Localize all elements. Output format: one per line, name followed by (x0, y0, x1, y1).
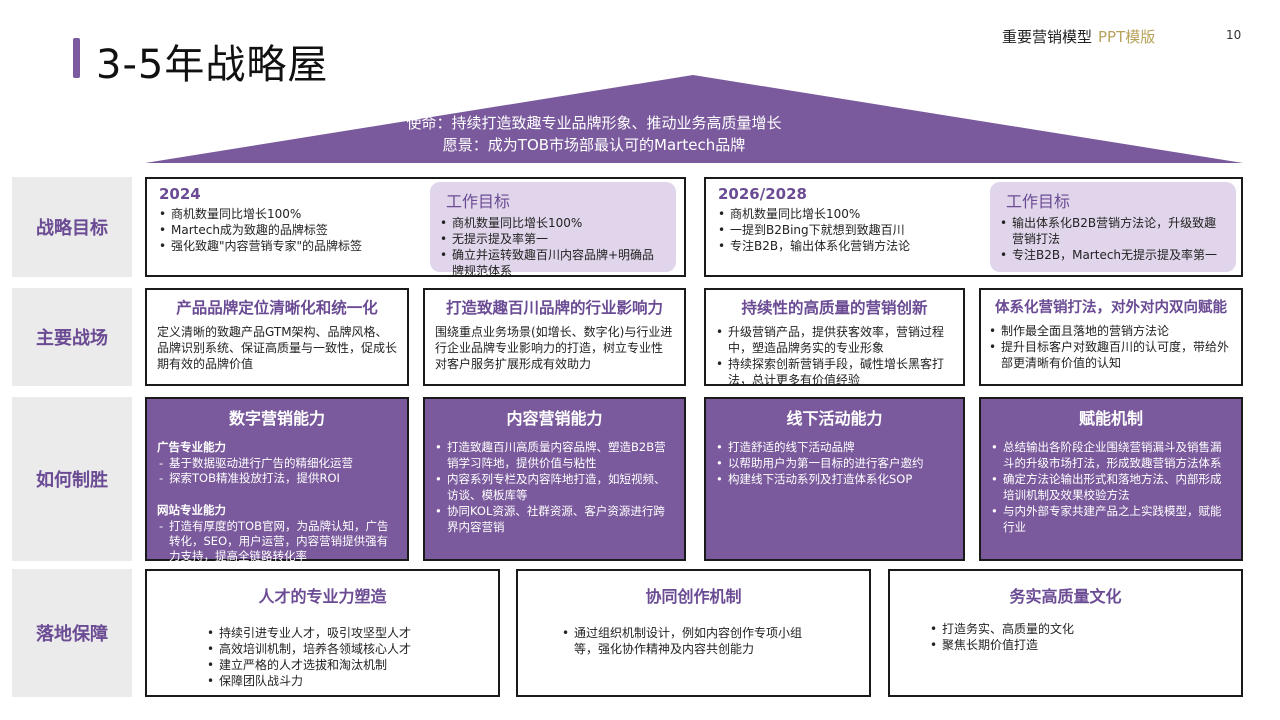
work-goal-title: 工作目标 (446, 192, 511, 211)
work-goal-box: 工作目标 商机数量同比增长100% 无提示提及率第一 确立并运转致趣百川内容品牌… (430, 182, 676, 278)
goals-item: 商机数量同比增长100% (718, 206, 988, 222)
landing-title: 务实高质量文化 (1009, 587, 1122, 606)
field-title: 打造致趣百川品牌的行业影响力 (445, 299, 663, 317)
landing-item: 聚焦长期价值打造 (930, 637, 1225, 653)
work-goal-item: 商机数量同比增长100% (440, 215, 666, 231)
template-tag-accent: PPT模版 (1098, 28, 1156, 46)
win-box-offline: 线下活动能力 打造舒适的线下活动品牌 以帮助用户为第一目标的进行客户邀约 构建线… (704, 397, 965, 561)
landing-list: 持续引进专业人才，吸引攻坚型人才 高效培训机制，培养各领域核心人才 建立严格的人… (207, 625, 482, 689)
win-item: 以帮助用户为第一目标的进行客户邀约 (716, 455, 953, 471)
work-goal-list: 输出体系化B2B营销方法论，升级致趣营销打法 专注B2B，Martech无提示提… (1000, 215, 1226, 263)
win-box-digital: 数字营销能力 广告专业能力 基于数据驱动进行广告的精细化运营 探索TOB精准投放… (145, 397, 409, 564)
win-item: 构建线下活动系列及打造体系化SOP (716, 471, 953, 487)
field-text: 围绕重点业务场景(如增长、数字化)与行业进行企业品牌专业影响力的打造，树立专业性… (435, 325, 673, 371)
field-title: 持续性的高质量的营销创新 (741, 299, 928, 317)
win-item: 打造致趣百川高质量内容品牌、塑造B2B营销学习阵地，提供价值与粘性 (435, 439, 674, 471)
landing-title: 人才的专业力塑造 (258, 587, 387, 606)
win-list: 打造致趣百川高质量内容品牌、塑造B2B营销学习阵地，提供价值与粘性 内容系列专栏… (435, 439, 674, 535)
field-list: 升级营销产品，提供获客效率，营销过程中，塑造品牌务实的专业形象 持续探索创新营销… (716, 324, 953, 388)
win-item: 打造舒适的线下活动品牌 (716, 439, 953, 455)
field-box-1: 产品品牌定位清晰化和统一化 定义清晰的致趣产品GTM架构、品牌风格、品牌识别系统… (145, 288, 409, 386)
vision-text: 愿景：成为TOB市场部最认可的Martech品牌 (442, 136, 746, 154)
landing-list: 通过组织机制设计，例如内容创作专项小组等，强化协作精神及内容共创能力 (562, 625, 813, 657)
field-item: 持续探索创新营销手段，碱性增长黑客打法，总计更多有价值经验 (716, 356, 953, 388)
goals-list: 商机数量同比增长100% 一提到B2Bing下就想到致趣百川 专注B2B，输出体… (718, 206, 988, 254)
work-goal-item: 专注B2B，Martech无提示提及率第一 (1000, 247, 1226, 263)
field-text: 定义清晰的致趣产品GTM架构、品牌风格、品牌识别系统、保证高质量与一致性，促成长… (157, 325, 398, 371)
goals-box-2024: 2024 商机数量同比增长100% Martech成为致趣的品牌标签 强化致趣"… (145, 177, 686, 278)
landing-item: 保障团队战斗力 (207, 673, 482, 689)
win-box-enablement: 赋能机制 总结输出各阶段企业围绕营销漏斗及销售漏斗的升级市场打法，形成致趣营销方… (979, 397, 1243, 561)
win-sub-item: 探索TOB精准投放打法，提供ROI (157, 471, 397, 486)
goals-list: 商机数量同比增长100% Martech成为致趣的品牌标签 强化致趣"内容营销专… (159, 206, 429, 254)
row-label-win: 如何制胜 (12, 397, 132, 561)
template-tag-main: 重要营销模型 (1002, 28, 1093, 46)
template-tag: 重要营销模型 PPT模版 (1002, 26, 1155, 47)
win-item: 内容系列专栏及内容阵地打造，如短视频、访谈、模板库等 (435, 471, 674, 503)
win-item: 协同KOL资源、社群资源、客户资源进行跨界内容营销 (435, 503, 674, 535)
win-title: 数字营销能力 (228, 409, 325, 428)
page-number: 10 (1226, 28, 1242, 42)
work-goal-box: 工作目标 输出体系化B2B营销方法论，升级致趣营销打法 专注B2B，Martec… (990, 182, 1236, 272)
mission-text: 使命：持续打造致趣专业品牌形象、推动业务高质量增长 (406, 114, 782, 132)
landing-box-collab: 协同创作机制 通过组织机制设计，例如内容创作专项小组等，强化协作精神及内容共创能… (516, 569, 871, 697)
field-item: 升级营销产品，提供获客效率，营销过程中，塑造品牌务实的专业形象 (716, 324, 953, 356)
row-label-landing: 落地保障 (12, 569, 132, 697)
field-title: 产品品牌定位清晰化和统一化 (176, 299, 378, 317)
goals-item: 一提到B2Bing下就想到致趣百川 (718, 222, 988, 238)
win-list: 总结输出各阶段企业围绕营销漏斗及销售漏斗的升级市场打法，形成致趣营销方法体系 确… (991, 439, 1231, 535)
goals-year: 2024 (159, 185, 201, 203)
field-list: 制作最全面且落地的营销方法论 提升目标客户对致趣百川的认可度，带给外部更清晰有价… (989, 323, 1233, 371)
win-item: 与内外部专家共建产品之上实践模型，赋能行业 (991, 503, 1231, 535)
page-title: 3-5年战略屋 (96, 42, 329, 88)
landing-list: 打造务实、高质量的文化 聚焦长期价值打造 (930, 621, 1225, 653)
win-list: 打造舒适的线下活动品牌 以帮助用户为第一目标的进行客户邀约 构建线下活动系列及打… (716, 439, 953, 487)
win-sub-item: 打造有厚度的TOB官网，为品牌认知，广告转化，SEO，用户运营，内容营销提供强有… (157, 519, 397, 564)
win-sub-list: 打造有厚度的TOB官网，为品牌认知，广告转化，SEO，用户运营，内容营销提供强有… (157, 519, 397, 564)
goals-item: 专注B2B，输出体系化营销方法论 (718, 238, 988, 254)
landing-box-talent: 人才的专业力塑造 持续引进专业人才，吸引攻坚型人才 高效培训机制，培养各领域核心… (145, 569, 500, 697)
work-goal-item: 输出体系化B2B营销方法论，升级致趣营销打法 (1000, 215, 1226, 247)
win-item: 总结输出各阶段企业围绕营销漏斗及销售漏斗的升级市场打法，形成致趣营销方法体系 (991, 439, 1231, 471)
landing-box-culture: 务实高质量文化 打造务实、高质量的文化 聚焦长期价值打造 (888, 569, 1243, 697)
win-item: 确定方法论输出形式和落地方法、内部形成培训机制及效果校验方法 (991, 471, 1231, 503)
landing-item: 持续引进专业人才，吸引攻坚型人才 (207, 625, 482, 641)
win-box-content: 内容营销能力 打造致趣百川高质量内容品牌、塑造B2B营销学习阵地，提供价值与粘性… (423, 397, 686, 561)
landing-title: 协同创作机制 (645, 587, 742, 606)
landing-item: 建立严格的人才选拔和淘汰机制 (207, 657, 482, 673)
goals-item: 强化致趣"内容营销专家"的品牌标签 (159, 238, 429, 254)
row-label-goals: 战略目标 (12, 177, 132, 277)
win-title: 线下活动能力 (786, 409, 883, 428)
landing-item: 高效培训机制，培养各领域核心人才 (207, 641, 482, 657)
win-title: 赋能机制 (1078, 409, 1143, 428)
goals-year: 2026/2028 (718, 185, 807, 203)
goals-box-2026: 2026/2028 商机数量同比增长100% 一提到B2Bing下就想到致趣百川… (704, 177, 1243, 277)
field-box-3: 持续性的高质量的营销创新 升级营销产品，提供获客效率，营销过程中，塑造品牌务实的… (704, 288, 965, 388)
house-roof (145, 75, 1243, 163)
field-box-4: 体系化营销打法，对外对内双向赋能 制作最全面且落地的营销方法论 提升目标客户对致… (979, 288, 1243, 386)
win-sub-head: 广告专业能力 (157, 440, 226, 454)
work-goal-item: 确立并运转致趣百川内容品牌+明确品牌规范体系 (440, 247, 666, 279)
field-title: 体系化营销打法，对外对内双向赋能 (995, 300, 1227, 316)
win-sub-head: 网站专业能力 (157, 503, 226, 517)
field-item: 提升目标客户对致趣百川的认可度，带给外部更清晰有价值的认知 (989, 339, 1233, 371)
work-goal-title: 工作目标 (1006, 192, 1071, 211)
field-item: 制作最全面且落地的营销方法论 (989, 323, 1233, 339)
landing-item: 打造务实、高质量的文化 (930, 621, 1225, 637)
row-label-fields: 主要战场 (12, 288, 132, 386)
win-sub-item: 基于数据驱动进行广告的精细化运营 (157, 456, 397, 471)
landing-item: 通过组织机制设计，例如内容创作专项小组等，强化协作精神及内容共创能力 (562, 625, 813, 657)
win-sub-list: 基于数据驱动进行广告的精细化运营 探索TOB精准投放打法，提供ROI (157, 456, 397, 486)
goals-item: 商机数量同比增长100% (159, 206, 429, 222)
work-goal-item: 无提示提及率第一 (440, 231, 666, 247)
win-title: 内容营销能力 (506, 409, 603, 428)
title-accent-bar (73, 38, 80, 78)
work-goal-list: 商机数量同比增长100% 无提示提及率第一 确立并运转致趣百川内容品牌+明确品牌… (440, 215, 666, 279)
goals-item: Martech成为致趣的品牌标签 (159, 222, 429, 238)
field-box-2: 打造致趣百川品牌的行业影响力 围绕重点业务场景(如增长、数字化)与行业进行企业品… (423, 288, 686, 386)
roof-text: 使命：持续打造致趣专业品牌形象、推动业务高质量增长 愿景：成为TOB市场部最认可… (145, 112, 1243, 156)
